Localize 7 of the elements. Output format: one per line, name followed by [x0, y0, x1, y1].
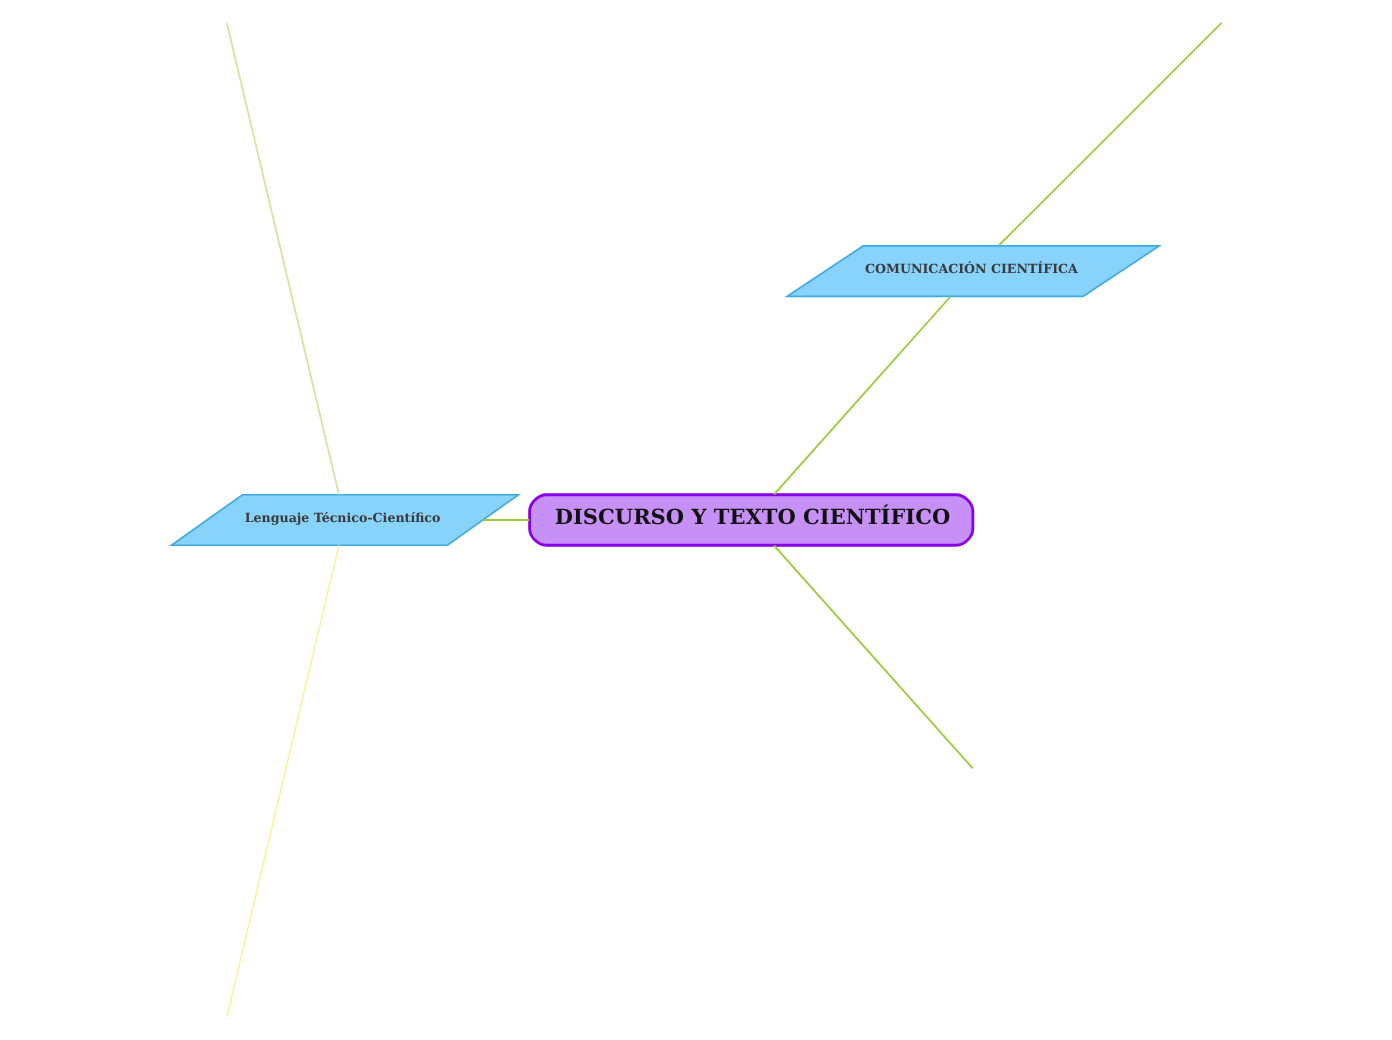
- connector: [996, 22, 1222, 247]
- node-box: DISCURSO Y TEXTO CIENTÍFICO: [527, 493, 974, 547]
- connector: [772, 544, 973, 770]
- connector: [224, 22, 339, 496]
- connector: [224, 544, 339, 1018]
- connector: [772, 295, 951, 496]
- connector: [481, 519, 529, 521]
